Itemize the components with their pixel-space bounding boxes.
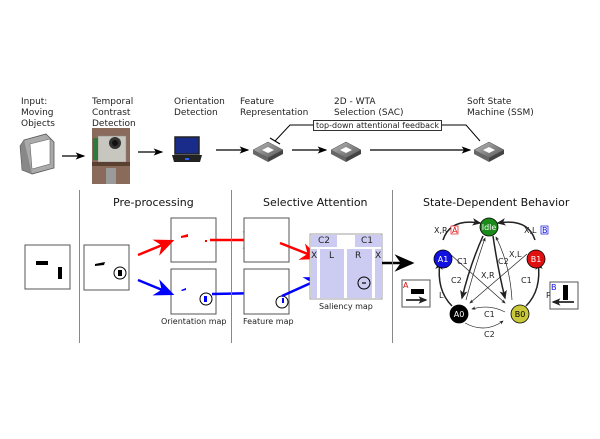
tag-b-box [540, 225, 549, 235]
camera-sensor-photo [92, 128, 130, 184]
state-node-b1-label: B1 [531, 255, 542, 264]
state-node-b0: B0 [510, 304, 530, 324]
feedback-label: top-down attentional feedback [313, 120, 443, 131]
saliency-label-c1: C1 [361, 236, 374, 246]
state-node-b1: B1 [526, 249, 546, 269]
laptop-icon [172, 136, 202, 162]
edge-label-idle-b0: C2 [498, 257, 509, 266]
feature-map-bottom [243, 268, 290, 315]
edge-label-b0-b1: R [546, 291, 552, 300]
behavior-tag-a: A [403, 281, 409, 290]
behavior-icon-a: A [401, 279, 431, 308]
edge-label-a0-idle: X,R [481, 271, 495, 280]
separator-1 [79, 190, 80, 343]
feedback-inhibit-bar [269, 137, 281, 145]
red-path-arrow-1 [137, 239, 175, 257]
separator-3 [392, 190, 393, 343]
saliency-map [309, 233, 383, 300]
state-node-a1-label: A1 [438, 255, 449, 264]
tag-b-label: B [542, 226, 548, 235]
edge-label-b0-a0: C1 [484, 310, 495, 319]
feature-map-top [243, 217, 290, 263]
horizontal-bar-object [36, 261, 48, 265]
edge-label-a0-b0: C2 [484, 330, 495, 339]
crt-monitor-icon [19, 133, 55, 175]
saliency-label-l: L [329, 251, 335, 261]
separator-2 [231, 190, 232, 343]
orientation-map-bottom [170, 268, 217, 315]
chip-icon-wta [330, 141, 362, 162]
behavior-icon-b: B [549, 281, 579, 310]
edge-label-idle-a0: C1 [457, 257, 468, 266]
blue-path-arrow-1 [137, 278, 175, 296]
stage-label-input: Input: Moving Objects [21, 97, 56, 129]
state-node-idle: Idle [479, 217, 499, 237]
caption-orientation-map: Orientation map [161, 317, 227, 326]
section-title-preprocessing: Pre-processing [113, 196, 194, 209]
stage-label-feature: Feature Representation [240, 97, 309, 118]
saliency-label-x-right: X [375, 251, 382, 261]
tag-a-label: A [452, 226, 458, 235]
caption-saliency-map: Saliency map [319, 302, 373, 311]
stage-label-wta: 2D - WTA Selection (SAC) [334, 97, 404, 118]
caption-feature-map: Feature map [243, 317, 294, 326]
stage-label-ssm: Soft State Machine (SSM) [467, 97, 534, 118]
orientation-map-top [170, 217, 217, 263]
edge-label-a1-b0: C2 [451, 276, 462, 285]
state-node-b0-label: B0 [515, 310, 526, 319]
stage-label-orientation: Orientation Detection [174, 97, 225, 118]
edge-label-a1-idle: X,R [434, 226, 448, 235]
state-node-a0: A0 [449, 304, 469, 324]
edge-label-b1-a0: C1 [521, 276, 532, 285]
edge-label-a0-a1: L [439, 291, 444, 300]
stage-label-tcd: Temporal Contrast Detection [92, 97, 136, 129]
saliency-label-x-left: X [311, 251, 318, 261]
saliency-label-c2: C2 [318, 236, 331, 246]
chip-icon-feature [252, 141, 284, 162]
behavior-tag-b: B [551, 283, 557, 292]
edge-label-b0-idle: X,L [509, 250, 522, 259]
section-title-selective-attention: Selective Attention [263, 196, 368, 209]
edge-label-b1-idle: X,L [524, 226, 537, 235]
state-node-a1: A1 [433, 249, 453, 269]
vertical-bar-object [58, 267, 62, 279]
tag-a-box [450, 225, 459, 235]
section-title-behavior: State-Dependent Behavior [423, 196, 570, 209]
state-node-idle-label: Idle [482, 223, 497, 232]
input-frame [24, 244, 71, 290]
chip-icon-ssm [473, 141, 505, 162]
saliency-label-r: R [355, 251, 362, 261]
state-node-a0-label: A0 [454, 310, 465, 319]
